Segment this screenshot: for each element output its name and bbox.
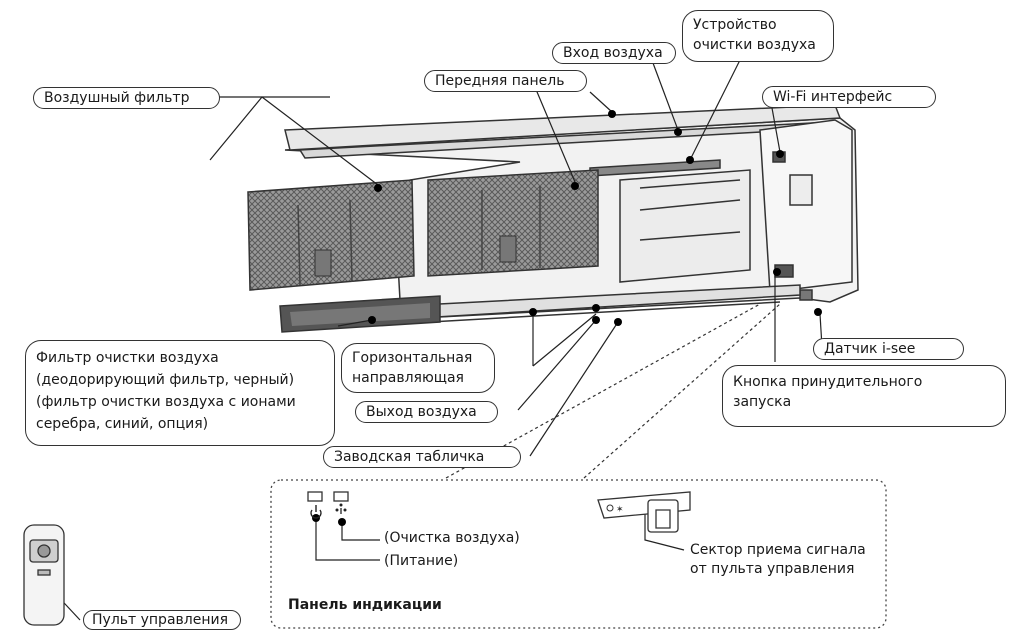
label-cleaning-filter: Фильтр очистки воздуха (деодорирующий фи… bbox=[25, 340, 335, 446]
label-air-filter: Воздушный фильтр bbox=[33, 87, 220, 109]
label-isee-sensor: Датчик i-see bbox=[813, 338, 964, 360]
label-nameplate: Заводская табличка bbox=[323, 446, 521, 468]
label-horizontal-vane: Горизонтальная направляющая bbox=[341, 343, 495, 393]
label-air-inlet: Вход воздуха bbox=[552, 42, 676, 64]
air-cleaning-led bbox=[334, 492, 348, 501]
indicator-panel-title: Панель индикации bbox=[288, 596, 442, 614]
label-power: (Питание) bbox=[384, 552, 458, 570]
label-air-outlet: Выход воздуха bbox=[355, 401, 498, 423]
svg-text:✶: ✶ bbox=[616, 505, 624, 515]
label-remote: Пульт управления bbox=[83, 610, 241, 630]
air-cleaning-icon bbox=[336, 504, 347, 515]
remote-control bbox=[24, 525, 64, 625]
label-air-purifier: Устройство очистки воздуха bbox=[682, 10, 834, 62]
label-wifi: Wi-Fi интерфейс bbox=[762, 86, 936, 108]
side-housing bbox=[760, 120, 852, 292]
label-front-panel: Передняя панель bbox=[424, 70, 587, 92]
receiver-sensor bbox=[598, 492, 690, 532]
label-air-cleaning: (Очистка воздуха) bbox=[384, 529, 520, 547]
power-led bbox=[308, 492, 322, 501]
label-receiver: Сектор приема сигнала от пульта управлен… bbox=[690, 541, 866, 579]
label-force-start: Кнопка принудительного запуска bbox=[722, 365, 1006, 427]
